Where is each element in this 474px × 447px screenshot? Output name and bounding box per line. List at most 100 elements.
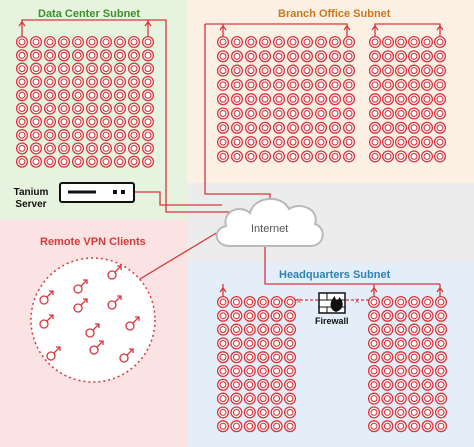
endpoint-node [216,35,230,49]
endpoint-node [394,309,407,322]
endpoint-node [127,155,141,168]
endpoint-node [230,64,244,77]
endpoint-node [258,150,272,163]
endpoint-node [257,406,270,419]
endpoint-node [15,49,29,62]
endpoint-node [71,89,85,102]
endpoint-node [85,89,99,102]
headquarters-title: Headquarters Subnet [279,269,391,281]
endpoint-node [368,121,382,134]
endpoint-node [230,121,244,134]
endpoint-node [420,64,434,77]
endpoint-node [270,406,283,419]
endpoint-node [15,129,29,142]
endpoint-node [71,35,85,49]
remote-vpn-title: Remote VPN Clients [40,236,146,248]
branch-grid-right [368,35,447,163]
endpoint-node [394,64,408,77]
branch-grid-left [216,35,356,163]
endpoint-node [394,150,408,163]
endpoint-node [230,295,243,309]
endpoint-node [300,50,314,63]
endpoint-node [394,136,408,149]
endpoint-node [272,121,286,134]
endpoint-node [420,107,434,120]
endpoint-node [244,121,258,134]
vpn-client-boundary [30,257,156,383]
endpoint-node [15,62,29,75]
endpoint-node [381,295,394,309]
endpoint-node [216,93,230,106]
endpoint-node [15,89,29,102]
endpoint-node [300,93,314,106]
endpoint-node [230,93,244,106]
endpoint-node [283,309,297,322]
endpoint-node [29,115,43,128]
endpoint-node [342,107,356,120]
endpoint-node [342,35,356,49]
endpoint-node [300,150,314,163]
endpoint-node [381,378,394,391]
endpoint-node [314,35,328,49]
endpoint-node [420,35,434,49]
endpoint-node [381,107,395,120]
endpoint-node [286,50,300,63]
endpoint-node [57,89,71,102]
endpoint-node [381,309,394,322]
endpoint-node [283,378,297,391]
endpoint-node [314,150,328,163]
endpoint-node [29,129,43,142]
endpoint-node [230,378,243,391]
endpoint-node [394,50,408,63]
endpoint-node [29,89,43,102]
vpn-client-icon [107,265,122,280]
firewall-icon [318,292,346,314]
endpoint-node [342,93,356,106]
endpoint-node [286,35,300,49]
endpoint-node [216,50,230,63]
endpoint-node [342,150,356,163]
endpoint-node [368,78,382,91]
endpoint-node [127,35,141,49]
endpoint-node [434,364,448,378]
endpoint-node [141,115,155,128]
endpoint-node [127,102,141,115]
endpoint-node [314,78,328,91]
endpoint-node [394,392,407,405]
endpoint-node [272,107,286,120]
endpoint-node [286,150,300,163]
endpoint-node [257,378,270,391]
endpoint-node [314,107,328,120]
svg-text:x: x [297,296,301,305]
endpoint-node [408,420,421,433]
endpoint-node [394,337,407,350]
vpn-clients [39,265,140,363]
tanium-server-label: Tanium Server [10,187,52,211]
endpoint-node [407,93,421,106]
endpoint-node [314,136,328,149]
endpoint-node [99,62,113,75]
vpn-client-icon [39,290,54,305]
vpn-client-icon [73,279,88,294]
tanium-label-line1: Tanium [13,187,49,198]
endpoint-node [300,121,314,134]
endpoint-node [368,64,382,77]
endpoint-node [272,93,286,106]
endpoint-node [407,150,421,163]
endpoint-node [230,323,243,336]
endpoint-node [434,295,448,309]
endpoint-node [230,420,243,433]
endpoint-node [381,121,395,134]
endpoint-node [342,136,356,149]
endpoint-node [216,136,230,149]
endpoint-node [216,150,230,163]
endpoint-node [57,115,71,128]
endpoint-node [257,392,270,405]
endpoint-node [57,49,71,62]
endpoint-node [243,323,256,336]
endpoint-node [270,323,283,336]
endpoint-node [421,364,434,378]
endpoint-node [421,295,434,309]
endpoint-node [283,406,297,419]
